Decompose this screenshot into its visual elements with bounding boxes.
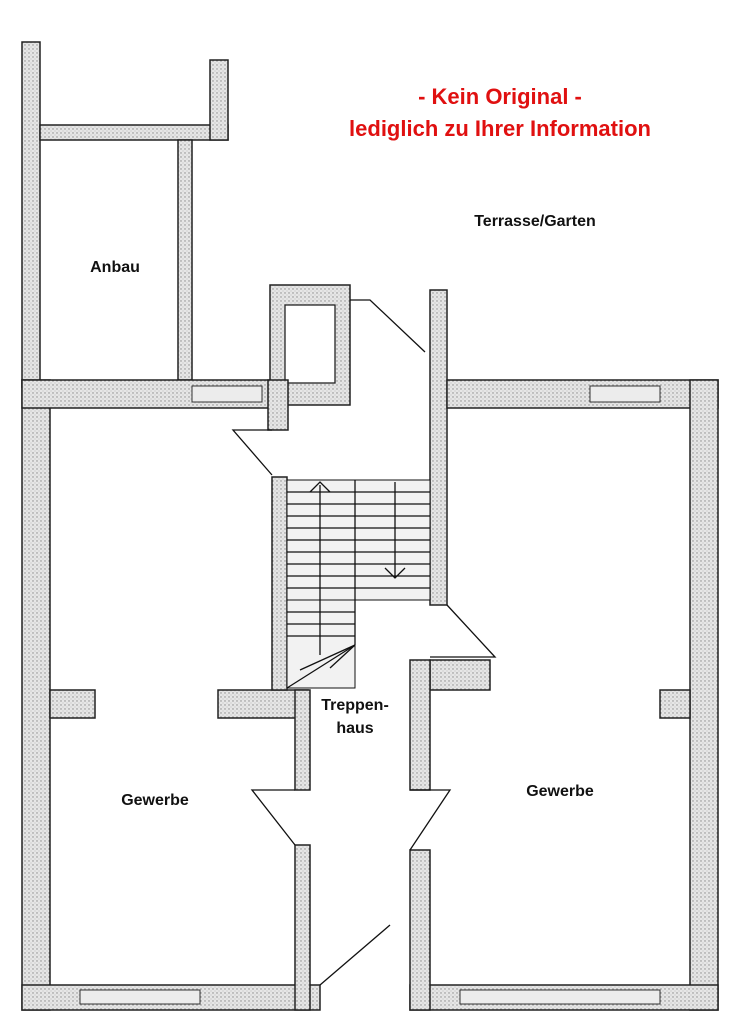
label-stairwell-1: Treppen-: [321, 697, 389, 714]
walls: [21, 41, 719, 1011]
label-terrace: Terrasse/Garten: [474, 213, 596, 230]
label-annex: Anbau: [90, 259, 140, 276]
notice-line-2: lediglich zu Ihrer Information: [349, 116, 651, 141]
notice-line-1: - Kein Original -: [418, 84, 582, 109]
label-commercial-left: Gewerbe: [121, 792, 189, 809]
door-swings: [231, 299, 497, 986]
staircase: [286, 479, 431, 689]
label-stairwell-2: haus: [336, 720, 374, 737]
label-commercial-right: Gewerbe: [526, 783, 594, 800]
